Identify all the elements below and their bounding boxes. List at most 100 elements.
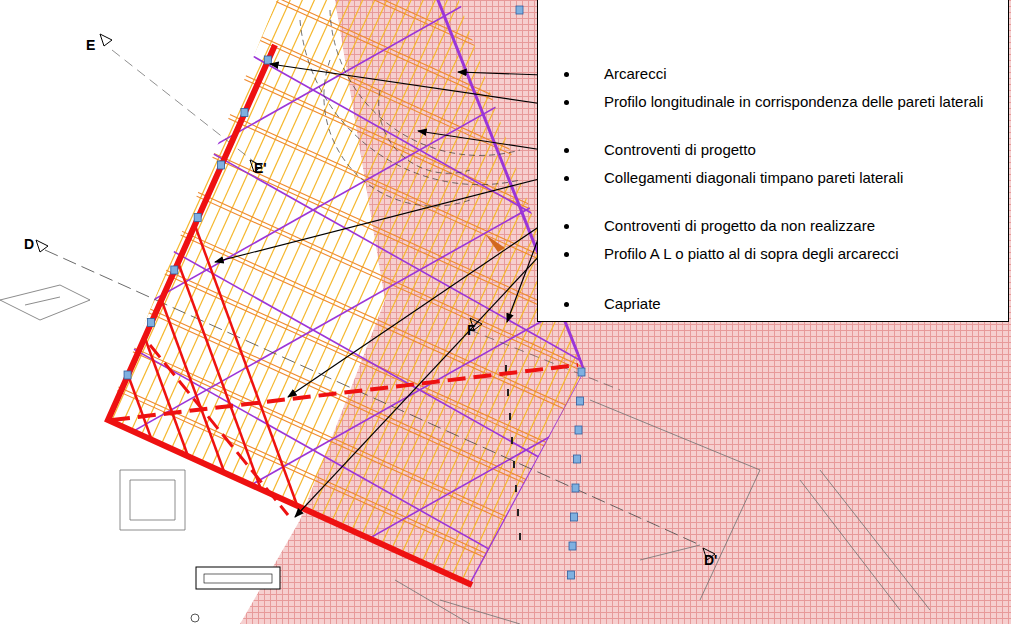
legend-item: Controventi di progetto da non realizzar…	[562, 217, 998, 235]
purlin	[11, 0, 589, 624]
anchor-plate	[571, 513, 578, 521]
anchor-plate	[575, 426, 582, 434]
tick-mark	[513, 461, 515, 468]
vault-arc	[324, 60, 470, 206]
leader-arrow	[458, 72, 543, 75]
purlin	[0, 0, 439, 624]
bullet	[564, 148, 569, 153]
truss	[109, 290, 792, 600]
purlin	[0, 0, 359, 624]
bullet	[564, 224, 569, 229]
leader-arrow	[270, 64, 543, 104]
anchor-plate	[577, 397, 584, 405]
purlin	[0, 0, 248, 624]
legend-text: Collegamenti diagonali timpano pareti la…	[604, 169, 998, 187]
leader-arrow	[288, 224, 543, 397]
background-outline	[820, 470, 930, 610]
truss	[39, 443, 722, 624]
legend-item: Collegamenti diagonali timpano pareti la…	[562, 169, 998, 187]
bullet	[564, 302, 569, 307]
purlin	[452, 0, 1011, 624]
background-outline	[440, 600, 520, 624]
section-marker	[100, 34, 112, 46]
legend-text: Profilo A L o piatto al di sopra degli a…	[604, 245, 998, 263]
section-label: F	[467, 322, 476, 338]
purlin	[21, 0, 599, 624]
purlin	[0, 0, 208, 624]
purlin	[0, 0, 228, 624]
legend-item: Controventi di progetto	[562, 141, 998, 159]
purlin	[0, 0, 489, 624]
bracing-edge	[575, 372, 585, 590]
purlin	[0, 0, 278, 624]
anchor-plate	[264, 56, 271, 64]
tick-mark	[515, 485, 517, 492]
section-label: D	[24, 236, 34, 252]
background-outline	[0, 285, 90, 320]
gable-diagonal	[161, 300, 224, 473]
symbol	[486, 235, 505, 252]
legend-text: Controventi di progetto da non realizzar…	[604, 217, 998, 235]
tick-mark	[519, 533, 521, 540]
plate-profile	[150, 345, 288, 515]
anchor-plate	[171, 266, 178, 274]
anchor-plate	[578, 368, 585, 376]
legend-text: Controventi di progetto	[604, 141, 998, 159]
anchor-plate	[569, 542, 576, 550]
anchor-plate	[516, 6, 523, 14]
leader-arrow	[295, 252, 543, 517]
leader-arrow	[215, 178, 543, 262]
truss	[57, 405, 740, 624]
purlin	[0, 0, 258, 624]
section-line	[112, 50, 262, 168]
background-outline	[640, 545, 700, 560]
legend-box: ArcarecciProfilo longitudinale in corris…	[537, 0, 1009, 322]
purlin	[0, 0, 338, 624]
purlin	[0, 0, 469, 624]
anchor-plate	[574, 455, 581, 463]
vault-arc	[330, 10, 520, 155]
truss	[107, 294, 790, 604]
background-outline	[120, 470, 185, 530]
section-line	[470, 330, 620, 390]
tick-mark	[505, 365, 507, 372]
anchor-plate	[568, 571, 575, 579]
tick-mark	[509, 413, 511, 420]
bullet	[564, 100, 569, 105]
purlin	[1, 0, 579, 624]
truss	[38, 447, 721, 624]
background-outline	[590, 400, 760, 600]
background-outline	[395, 580, 470, 624]
truss	[92, 329, 775, 624]
purlin	[0, 0, 449, 624]
purlin	[0, 0, 509, 624]
purlin	[0, 0, 238, 624]
purlin	[462, 0, 1011, 624]
tick-mark	[517, 509, 519, 516]
legend-item: Arcarecci	[562, 65, 998, 83]
legend-item: Profilo longitudinale in corrispondenza …	[562, 93, 998, 111]
purlin	[0, 0, 369, 624]
purlin	[0, 0, 399, 624]
purlin	[0, 0, 479, 624]
tick-mark	[511, 437, 513, 444]
purlin	[0, 0, 379, 624]
legend-text: Arcarecci	[604, 65, 998, 83]
bullet	[564, 72, 569, 77]
purlin	[0, 0, 268, 624]
legend-text: Profilo longitudinale in corrispondenza …	[604, 93, 998, 111]
gable-diagonal	[178, 263, 261, 490]
wall-profile	[108, 45, 472, 585]
background-outline	[25, 297, 60, 305]
vault-arc	[300, 20, 520, 185]
background-outline	[130, 480, 175, 520]
section-marker	[36, 240, 48, 252]
bracing-edge	[470, 372, 585, 585]
gable-diagonal	[128, 375, 152, 440]
legend-text: Capriate	[604, 295, 998, 313]
section-label: D'	[704, 552, 717, 568]
anchor-plate	[572, 484, 579, 492]
purlin	[432, 0, 1010, 624]
anchor-plate	[218, 161, 225, 169]
truss	[90, 332, 773, 624]
